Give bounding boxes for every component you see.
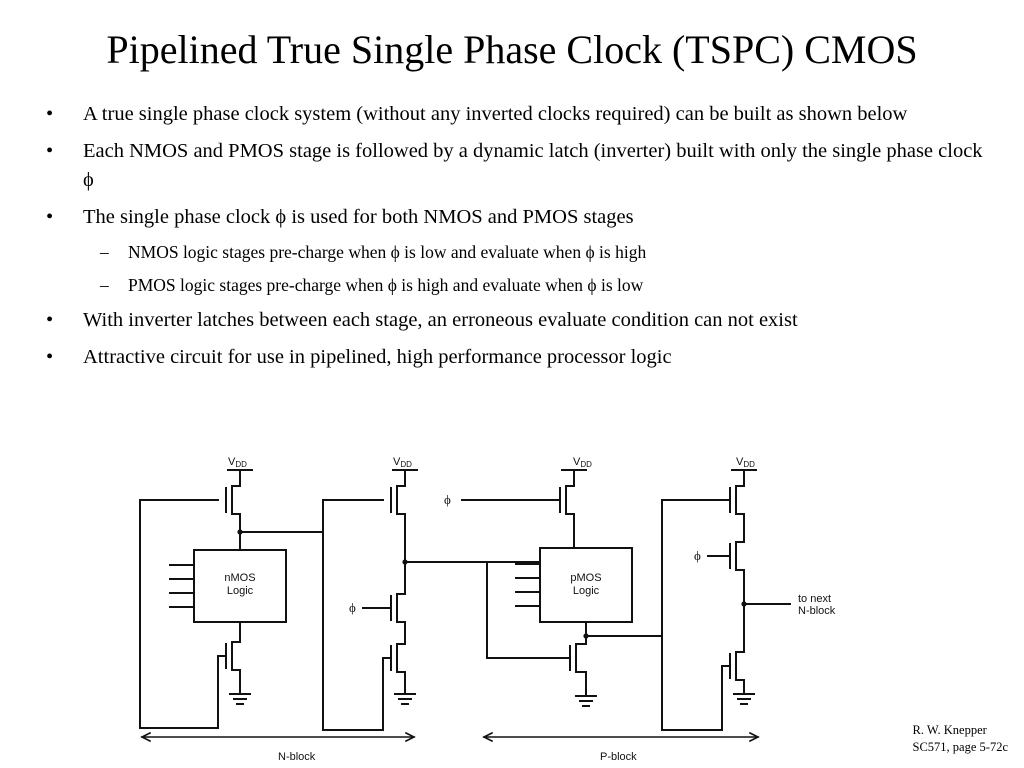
bullet-list: • A true single phase clock system (witho… <box>46 100 986 380</box>
junction-dots <box>237 529 747 639</box>
bullet-marker: • <box>46 206 54 228</box>
nmos-box-label: Logic <box>227 585 254 597</box>
pmos-stage <box>461 469 663 695</box>
sub-bullet-item: –NMOS logic stages pre-charge when ϕ is … <box>46 240 986 264</box>
bullet-item: • With inverter latches between each stag… <box>46 306 986 335</box>
credit-footer: R. W. Knepper SC571, page 5-72c <box>913 722 1008 756</box>
dash-marker: – <box>100 242 109 262</box>
vdd-label: VDD <box>736 456 755 469</box>
nmos-latch <box>322 469 541 731</box>
pmos-latch <box>661 469 791 731</box>
sub-bullet-text: PMOS logic stages pre-charge when ϕ is h… <box>128 275 644 295</box>
output-label: to next <box>798 593 831 605</box>
bullet-marker: • <box>46 309 54 331</box>
block-arrows <box>140 731 760 743</box>
bullet-marker: • <box>46 346 54 368</box>
phi-label: ϕ <box>694 548 701 563</box>
pmos-box-label: pMOS <box>570 572 601 584</box>
phi-label: ϕ <box>349 600 356 615</box>
bullet-marker: • <box>46 140 54 162</box>
nmos-box-label: nMOS <box>224 572 255 584</box>
output-label: N-block <box>798 605 836 617</box>
bullet-item: • Each NMOS and PMOS stage is followed by… <box>46 137 986 195</box>
bullet-marker: • <box>46 103 54 125</box>
phi-label: ϕ <box>444 492 451 507</box>
sub-bullet-text: NMOS logic stages pre-charge when ϕ is l… <box>128 242 647 262</box>
vdd-label: VDD <box>228 456 247 469</box>
tspc-circuit-diagram: VDD VDD VDD VDD ϕ ϕ ϕ nMOS Logic pMOS Lo… <box>139 456 836 763</box>
credit-author: R. W. Knepper <box>912 723 987 737</box>
credit-page: SC571, page 5-72c <box>912 740 1008 754</box>
bullet-text: Each NMOS and PMOS stage is followed by … <box>83 140 983 191</box>
bullet-item: • A true single phase clock system (witho… <box>46 100 986 129</box>
bullet-item: • Attractive circuit for use in pipelined… <box>46 343 986 372</box>
dash-marker: – <box>100 275 109 295</box>
bullet-text: The single phase clock ϕ is used for bot… <box>83 206 634 228</box>
bullet-text: A true single phase clock system (withou… <box>83 103 908 125</box>
sub-bullet-item: –PMOS logic stages pre-charge when ϕ is … <box>46 273 986 297</box>
p-block-label: P-block <box>600 751 637 763</box>
bullet-text: With inverter latches between each stage… <box>83 309 798 331</box>
pmos-box-label: Logic <box>573 585 600 597</box>
vdd-label: VDD <box>573 456 592 469</box>
ground-symbols <box>229 693 755 707</box>
nmos-stage <box>139 469 324 729</box>
n-block-label: N-block <box>278 751 316 763</box>
slide-title: Pipelined True Single Phase Clock (TSPC)… <box>106 27 918 72</box>
bullet-text: Attractive circuit for use in pipelined,… <box>83 346 672 368</box>
bullet-item: • The single phase clock ϕ is used for bo… <box>46 203 986 232</box>
vdd-label: VDD <box>393 456 412 469</box>
